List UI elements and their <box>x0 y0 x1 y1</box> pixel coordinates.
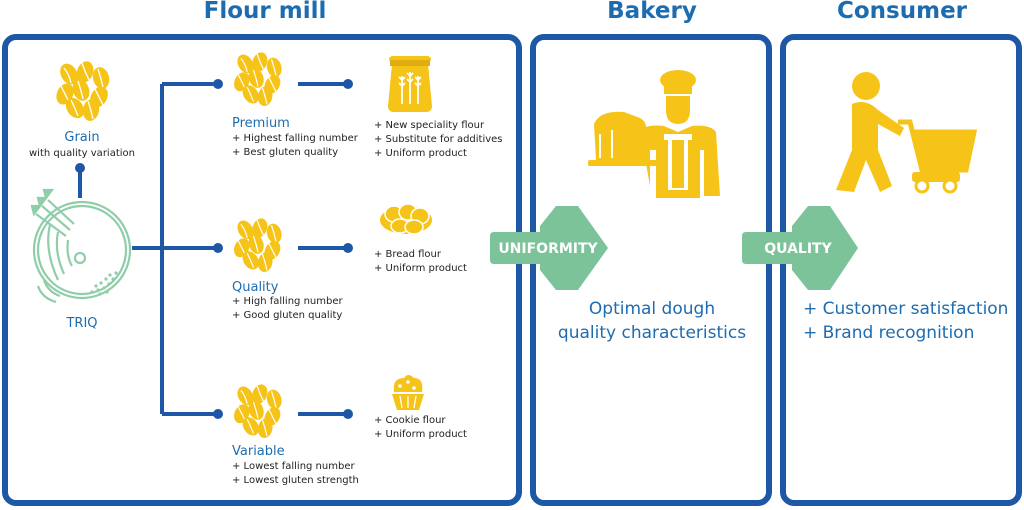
premium-title: Premium <box>232 116 290 131</box>
premium-product-3: + Uniform product <box>374 148 467 159</box>
consumer-title: Consumer <box>836 0 968 24</box>
quality-title: Quality <box>232 280 279 295</box>
baker-icon <box>588 70 720 198</box>
bread-icon <box>380 203 432 235</box>
variable-prop-2: + Lowest gluten strength <box>232 475 359 486</box>
flour-sack-icon <box>388 56 432 112</box>
variable-product-2: + Uniform product <box>374 429 467 440</box>
cupcake-icon <box>392 375 424 410</box>
branch-dots <box>213 79 353 419</box>
premium-product-2: + Substitute for additives <box>374 134 503 145</box>
quality-label: QUALITY <box>764 241 832 257</box>
quality-prop-1: + High falling number <box>232 296 343 307</box>
premium-prop-2: + Best gluten quality <box>232 147 339 158</box>
triq-machine-icon <box>30 188 132 304</box>
branch-lines <box>132 82 348 416</box>
bakery-title: Bakery <box>607 0 697 24</box>
bakery-line-1: Optimal dough <box>588 299 716 319</box>
variable-product-1: + Cookie flour <box>374 415 446 426</box>
premium-product-1: + New speciality flour <box>374 120 485 131</box>
shopper-cart-icon <box>836 72 978 194</box>
premium-grain-icon <box>230 49 285 108</box>
machine-output-dots <box>90 271 118 296</box>
quality-arrow <box>742 206 858 290</box>
variable-prop-1: + Lowest falling number <box>232 461 355 472</box>
quality-grain-icon <box>230 215 285 274</box>
quality-product-2: + Uniform product <box>374 263 467 274</box>
triq-label: TRIQ <box>66 316 98 331</box>
consumer-line-1: + Customer satisfaction <box>803 299 1009 319</box>
bakery-line-2: quality characteristics <box>557 323 747 343</box>
grain-subtitle: with quality variation <box>28 148 135 159</box>
uniformity-arrow <box>490 206 608 290</box>
variable-title: Variable <box>232 444 285 459</box>
quality-prop-2: + Good gluten quality <box>232 310 343 321</box>
variable-grain-icon <box>230 381 285 440</box>
premium-prop-1: + Highest falling number <box>232 133 358 144</box>
grain-title: Grain <box>64 130 100 145</box>
grain-icon <box>52 58 113 123</box>
flour-mill-title: Flour mill <box>203 0 327 24</box>
quality-product-1: + Bread flour <box>374 249 441 260</box>
uniformity-label: UNIFORMITY <box>498 241 598 257</box>
consumer-line-2: + Brand recognition <box>803 323 975 343</box>
